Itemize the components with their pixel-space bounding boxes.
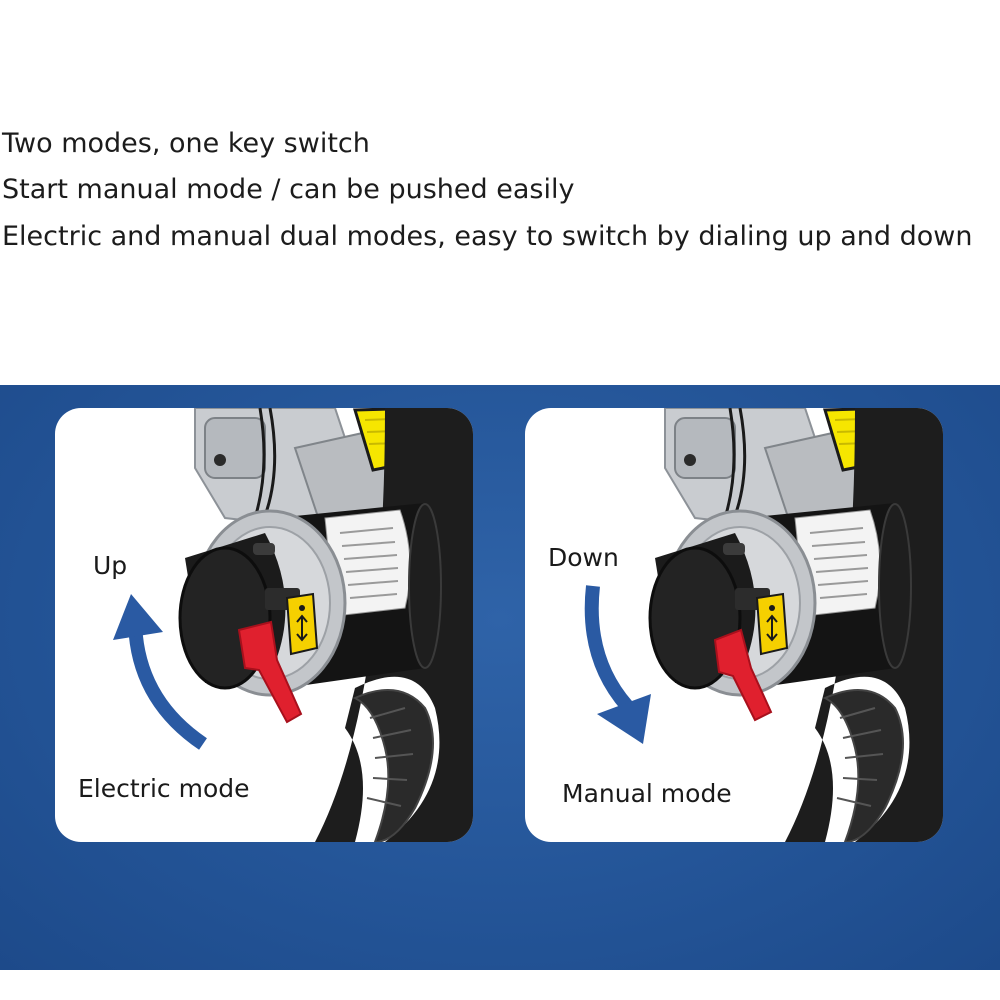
manual-mode-panel: Down Manual mode [525, 408, 943, 842]
curved-down-arrow-icon [584, 585, 651, 744]
intro-line-3: Electric and manual dual modes, easy to … [2, 221, 973, 252]
mode-lever [713, 628, 773, 722]
bottom-white-strip [0, 970, 1000, 1000]
intro-line-2: Start manual mode / can be pushed easily [2, 174, 575, 205]
electric-mode-panel: Up Electric mode [55, 408, 473, 842]
intro-line-1: Two modes, one key switch [2, 128, 370, 159]
motor-illustration-electric [113, 408, 473, 842]
motor-illustration-manual [584, 408, 943, 842]
mode-label-manual: Manual mode [562, 779, 732, 808]
mode-label-electric: Electric mode [78, 774, 250, 803]
curved-up-arrow-icon [113, 594, 207, 750]
direction-label-down: Down [548, 543, 619, 572]
intro-section: Two modes, one key switch Start manual m… [0, 0, 1000, 385]
direction-label-up: Up [93, 551, 128, 580]
mode-lever [237, 620, 303, 724]
